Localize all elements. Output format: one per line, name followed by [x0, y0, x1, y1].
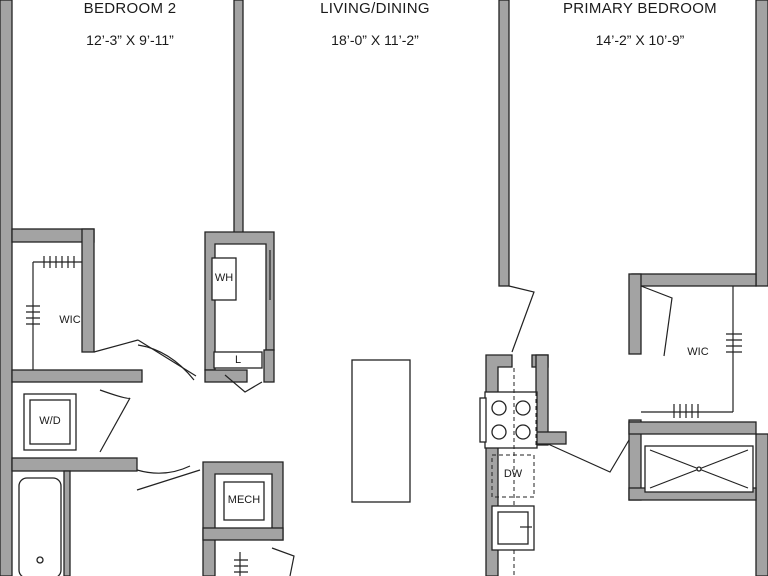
mech-unit — [223, 481, 265, 521]
door-wic-left — [93, 339, 197, 377]
kitchen-sink-basin — [497, 511, 529, 545]
wall-mech-bottom — [202, 527, 284, 541]
kitchen-island — [351, 359, 411, 503]
burner-1 — [491, 400, 507, 416]
rod-ticks-bottom — [673, 404, 699, 418]
rod-ticks-top — [43, 256, 75, 268]
shower-drain — [696, 466, 702, 472]
rod-ticks-left — [26, 305, 40, 325]
bathtub — [18, 477, 62, 576]
wall-right-exterior-lower — [755, 433, 768, 576]
bedroom2-dims: 12’-3” X 9’-11” — [86, 32, 174, 48]
wh-label: WH — [214, 272, 234, 284]
wall-bedroom2-living — [233, 0, 244, 235]
living-name: LIVING/DINING — [320, 0, 430, 17]
l-label: L — [234, 354, 242, 366]
water-heater — [211, 257, 237, 301]
dw-label: DW — [503, 468, 523, 480]
fixtures — [18, 257, 754, 576]
door-wic-left-arc — [137, 344, 195, 381]
wall-primary-bottom — [631, 273, 757, 287]
dishwasher — [491, 454, 535, 498]
living-dims: 18’-0” X 11’-2” — [331, 32, 419, 48]
wall-bath-inner — [63, 470, 71, 576]
wall-primary-hall — [535, 431, 567, 445]
wall-wh-right-lower — [263, 349, 275, 383]
door-wh — [224, 374, 263, 393]
burner-3 — [491, 424, 507, 440]
wall-wic-right-left — [628, 273, 642, 355]
closet-rods — [26, 256, 742, 576]
burner-4 — [515, 424, 531, 440]
cooktop — [484, 391, 538, 449]
wall-right-exterior — [755, 0, 768, 287]
wall-mech-closet — [202, 461, 284, 576]
wall-wic-bottom — [11, 369, 143, 383]
tub-drain — [36, 556, 44, 564]
cooktop-knobs — [479, 397, 487, 443]
primary-dims: 14’-2” X 10’-9” — [595, 32, 685, 48]
wall-wic-right-bottom — [628, 421, 757, 435]
door-mech-lower — [271, 547, 295, 576]
wd-label: W/D — [39, 415, 61, 427]
rod-ticks-right — [726, 333, 742, 353]
door-wic-right — [640, 285, 673, 357]
door-bath-left — [136, 469, 201, 491]
wall-laundry-bottom — [11, 457, 138, 472]
door-bath-right — [547, 439, 630, 473]
wic-right-label: WIC — [687, 346, 709, 358]
wall-wic-left-right — [81, 228, 95, 353]
door-laundry — [99, 397, 131, 453]
doors — [93, 250, 673, 576]
door-laundry-arc — [99, 389, 131, 399]
mech-label: MECH — [227, 494, 261, 506]
linen-shelf — [213, 351, 263, 369]
primary-name: PRIMARY BEDROOM — [563, 0, 717, 17]
burner-2 — [515, 400, 531, 416]
door-bath-left-arc — [136, 465, 191, 474]
bedroom2-name: BEDROOM 2 — [83, 0, 177, 17]
washer-dryer-inner — [29, 399, 71, 445]
rod-mech — [234, 552, 248, 576]
wall-living-primary — [498, 0, 510, 287]
wall-left-exterior — [0, 0, 13, 576]
door-primary — [508, 285, 535, 353]
wall-wh-closet — [204, 231, 275, 371]
wic-left-label: WIC — [59, 314, 81, 326]
